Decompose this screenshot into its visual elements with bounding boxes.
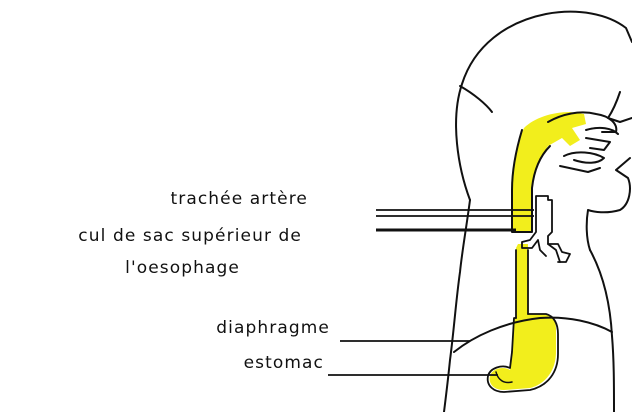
label-esophagus-line2: l'oesophage	[125, 258, 240, 278]
face-contour	[460, 86, 492, 112]
pharynx-upper-esophagus-pouch	[512, 112, 586, 232]
label-pointer-lines	[328, 210, 534, 375]
label-trachea: trachée artère	[170, 189, 308, 209]
oral-cavity	[560, 152, 604, 172]
label-esophagus-line1: cul de sac supérieur de	[78, 226, 302, 246]
label-stomach: estomac	[244, 353, 324, 373]
label-diaphragm: diaphragme	[216, 318, 330, 338]
torso-left-edge	[444, 200, 470, 412]
